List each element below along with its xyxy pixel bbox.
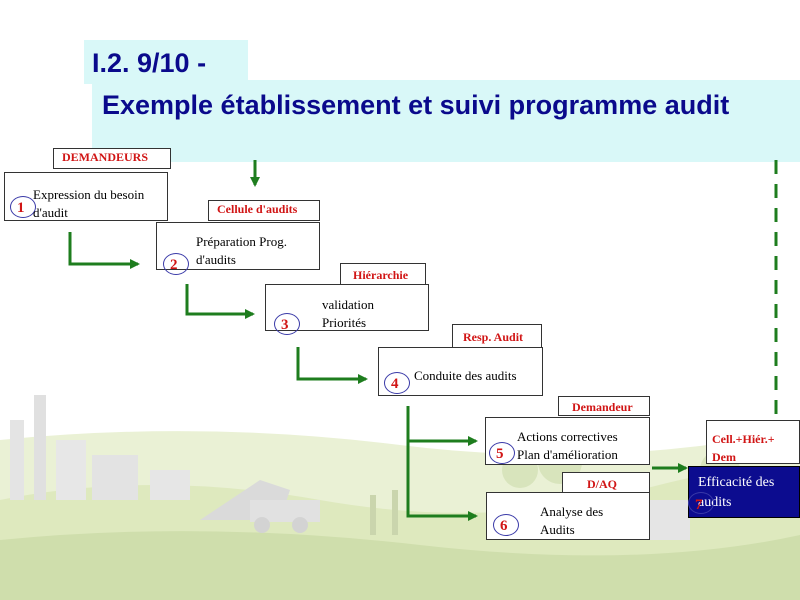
step-label-line1: Expression du besoin xyxy=(33,187,145,202)
step-number: 6 xyxy=(493,514,518,536)
step-number: 3 xyxy=(274,313,299,335)
step-number: 5 xyxy=(489,442,514,464)
step-label-line2: d'audit xyxy=(33,205,68,220)
step-label-line2: d'audits xyxy=(196,252,236,267)
step-label-line1: Actions correctives xyxy=(517,429,618,444)
role-label-hierarchie: Hiérarchie xyxy=(340,263,426,287)
role-label-cellule-audits: Cellule d'audits xyxy=(208,200,320,221)
step-3-box: 3 validation Priorités xyxy=(265,284,429,335)
step-number: 2 xyxy=(163,253,188,275)
step-label-line1: Préparation Prog. xyxy=(196,234,287,249)
role-label-demandeur: Demandeur xyxy=(558,396,650,416)
step-label-line1: Efficacité des xyxy=(698,475,775,490)
step-label-line1: validation xyxy=(322,297,374,312)
step-5-box: 5 Actions correctives Plan d'amélioratio… xyxy=(485,417,650,465)
step-2-box: 2 Préparation Prog. d'audits xyxy=(156,222,320,275)
role-label-demandeurs: DEMANDEURS xyxy=(53,148,171,169)
step-label-line1: Analyse des xyxy=(540,504,604,519)
role-label-resp-audit: Resp. Audit xyxy=(452,324,542,348)
step-label-line2: Priorités xyxy=(322,315,367,330)
step-4-box: 4 Conduite des audits xyxy=(378,347,543,396)
step-number: 4 xyxy=(384,372,409,394)
step-number: 7 xyxy=(688,492,713,514)
step-1-box: 1 Expression du besoin d'audit xyxy=(4,172,168,221)
step-label-line1: Conduite des audits xyxy=(414,368,517,383)
page-title: Exemple établissement et suivi programme… xyxy=(92,80,800,162)
step-label-line2: Plan d'amélioration xyxy=(517,447,618,462)
section-label: I.2. 9/10 - xyxy=(84,40,248,84)
role-label-cell-hier-dem: Cell.+Hiér.+ Dem xyxy=(706,420,800,464)
step-7-box: Efficacité des audits 7 xyxy=(688,466,800,518)
step-6-box: 6 Analyse des Audits xyxy=(486,492,650,540)
step-label-line2: Audits xyxy=(540,522,575,537)
step-number: 1 xyxy=(10,196,35,218)
